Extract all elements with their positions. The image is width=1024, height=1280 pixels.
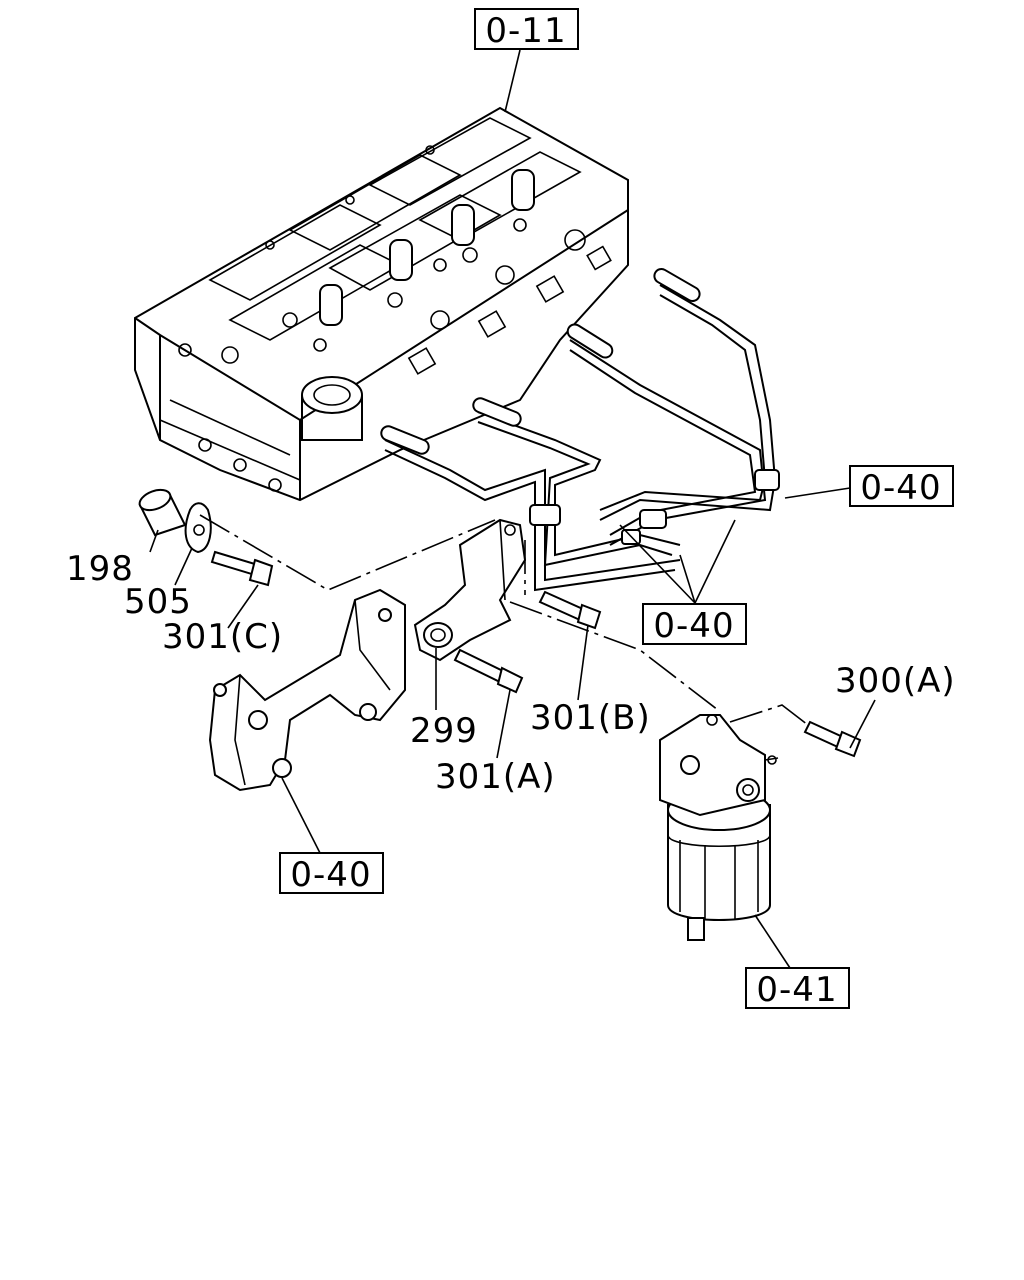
part-label-300a[interactable]: 300(A) [835, 661, 956, 701]
ref-box-fuel-pipes-lower[interactable]: 0-40 [642, 603, 747, 646]
svg-text:0-41: 0-41 [756, 970, 837, 1010]
bolt-301c [210, 550, 274, 587]
svg-text:0-40: 0-40 [653, 606, 734, 646]
part-label-299[interactable]: 299 [410, 711, 478, 751]
ref-box-cylinder-head[interactable]: 0-11 [474, 8, 579, 51]
engine-bracket [208, 588, 406, 792]
assembly-lines [199, 514, 809, 726]
bolt-301a [453, 648, 524, 694]
fuel-pipes [380, 268, 780, 592]
cushion-299 [423, 622, 453, 648]
part-label-301c[interactable]: 301(C) [162, 617, 283, 657]
ref-box-fuel-filter[interactable]: 0-41 [745, 967, 850, 1010]
bolt-301b [538, 590, 602, 630]
svg-text:0-40: 0-40 [290, 855, 371, 895]
fuel-filter [659, 714, 779, 941]
svg-text:0-40: 0-40 [860, 468, 941, 508]
part-label-301a[interactable]: 301(A) [435, 757, 556, 797]
ref-box-bracket[interactable]: 0-40 [279, 852, 384, 895]
washer-505 [184, 502, 212, 554]
bolt-300a [803, 720, 862, 758]
cylinder-head [134, 106, 629, 502]
part-label-505[interactable]: 505 [124, 582, 192, 622]
leader-lines [149, 49, 876, 969]
ref-box-fuel-pipes-right[interactable]: 0-40 [849, 465, 954, 508]
spacer-198 [138, 488, 187, 537]
part-label-198[interactable]: 198 [66, 549, 134, 589]
svg-text:0-11: 0-11 [485, 11, 566, 51]
part-label-301b[interactable]: 301(B) [530, 698, 651, 738]
